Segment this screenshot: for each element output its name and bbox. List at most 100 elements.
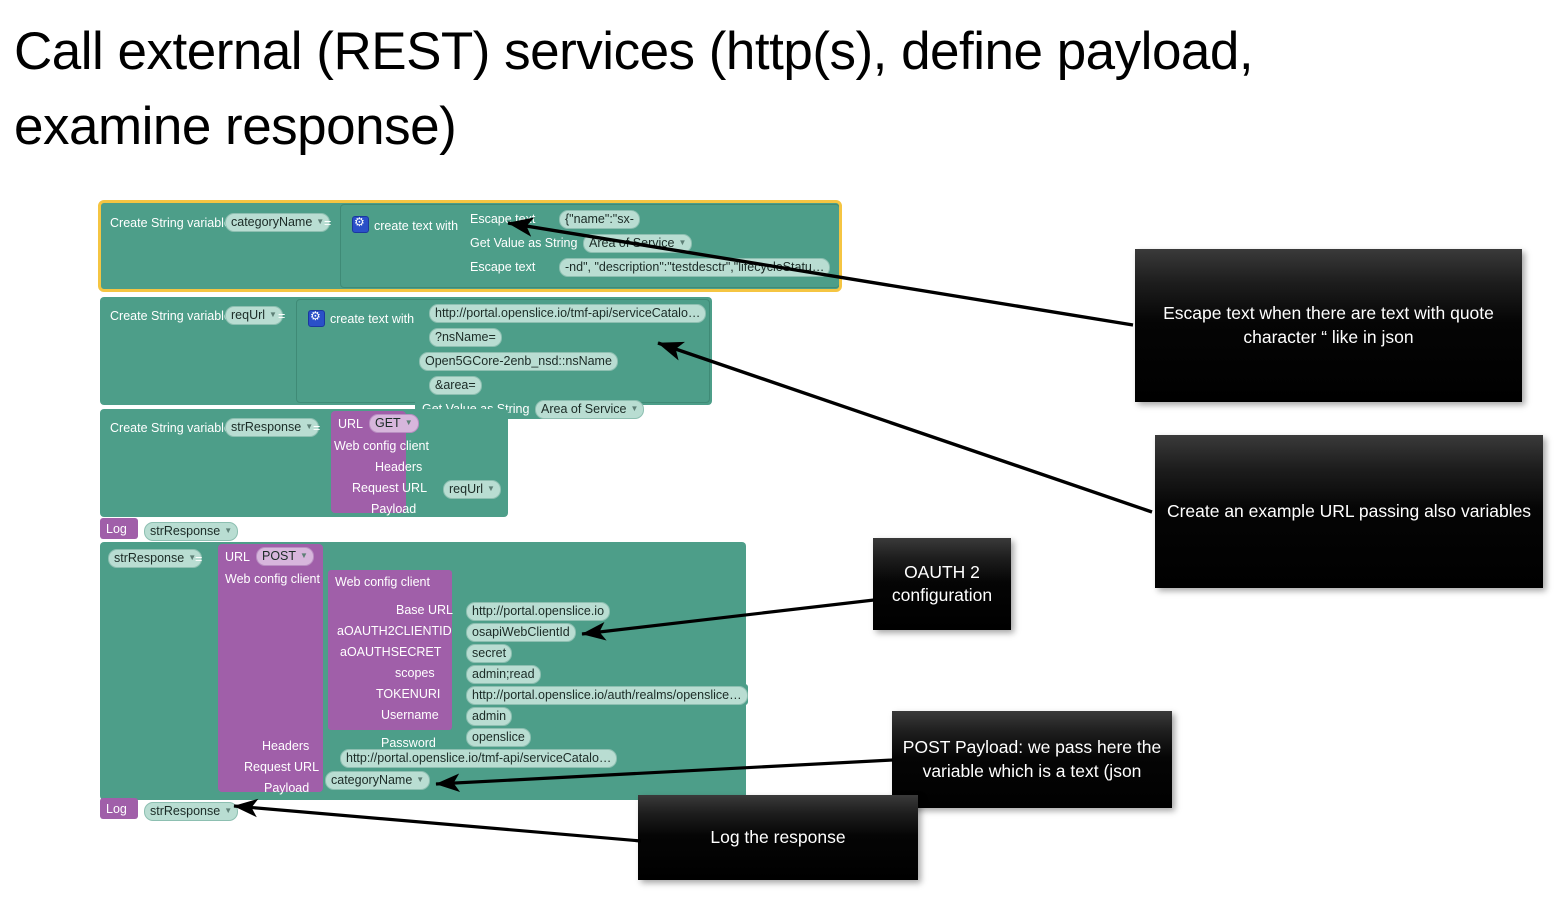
operator-label: = — [278, 309, 286, 323]
text-field-nsname-value[interactable]: Open5GCore-2enb_nsd::nsName — [419, 352, 618, 371]
log-label: Log — [106, 522, 127, 536]
row-label-scopes: scopes — [395, 666, 435, 680]
row-label: Escape text — [470, 260, 536, 274]
chevron-down-icon: ▼ — [316, 217, 325, 226]
chevron-down-icon: ▼ — [404, 418, 413, 427]
row-label-web-config-client: Web config client — [225, 572, 320, 586]
block-url-get[interactable]: URL GET▼ Web config client Headers Reque… — [331, 411, 429, 515]
row-label-request-url: Request URL — [244, 760, 320, 774]
variable-field-categoryname-ref[interactable]: categoryName▼ — [325, 771, 431, 790]
row-label-base-url: Base URL — [396, 603, 453, 617]
dropdown-area-of-service[interactable]: Area of Service▼ — [583, 234, 693, 253]
operator-label: = — [324, 216, 332, 230]
block-strresponse-post[interactable]: strResponse▼ = URL POST▼ Web config clie… — [100, 542, 748, 800]
url-label: URL — [338, 417, 364, 431]
chevron-down-icon: ▼ — [188, 553, 197, 562]
variable-field-strresponse[interactable]: strResponse▼ — [225, 418, 320, 437]
chip-base-url[interactable]: http://portal.openslice.io — [458, 600, 611, 621]
variable-field-requrl-ref[interactable]: reqUrl▼ — [443, 480, 501, 499]
create-text-with-label: create text with — [374, 219, 459, 233]
create-text-with-label: create text with — [330, 312, 415, 326]
text-field-2[interactable]: -nd", "description":"testdesctr","lifecy… — [559, 258, 831, 277]
chevron-down-icon: ▼ — [300, 551, 308, 560]
block-url-post[interactable]: URL POST▼ Web config client Headers Requ… — [218, 544, 323, 795]
gear-icon[interactable] — [308, 309, 325, 327]
block-statement-label: Create String variable — [110, 216, 231, 230]
chevron-down-icon: ▼ — [487, 484, 495, 493]
block-create-text-with-2[interactable]: create text with http://portal.openslice… — [296, 299, 710, 419]
text-field-base-url[interactable]: http://portal.openslice.io/tmf-api/servi… — [429, 304, 707, 323]
callout-text: Log the response — [710, 826, 846, 847]
web-config-client-title: Web config client — [335, 575, 430, 589]
callout-post-payload: POST Payload: we pass here the variable … — [892, 711, 1172, 808]
variable-field-strresponse-post[interactable]: strResponse▼ — [108, 549, 203, 568]
text-field-username[interactable]: admin — [466, 707, 513, 726]
block-statement-label: Create String variable — [110, 309, 231, 323]
chevron-down-icon: ▼ — [269, 310, 277, 319]
block-log-2[interactable]: Log — [100, 798, 138, 819]
chip-request-url-post[interactable]: http://portal.openslice.io/tmf-api/servi… — [332, 747, 622, 768]
url-label: URL — [225, 550, 251, 564]
chip-client-id[interactable]: osapiWebClientId — [458, 621, 580, 642]
operator-label: = — [313, 421, 321, 435]
block-create-string-categoryname[interactable]: Create String variable categoryName▼ = c… — [100, 202, 840, 290]
chip-scopes[interactable]: admin;read — [458, 663, 566, 684]
chip-username[interactable]: admin — [458, 705, 546, 726]
chip-tokenuri[interactable]: http://portal.openslice.io/auth/realms/o… — [458, 684, 748, 705]
row-url-text[interactable]: http://portal.openslice.io/tmf-api/servi… — [415, 302, 707, 323]
text-field-secret[interactable]: secret — [466, 644, 513, 663]
text-field-request-url-post[interactable]: http://portal.openslice.io/tmf-api/servi… — [340, 749, 618, 768]
row-label-password: Password — [381, 736, 436, 750]
text-field-base-url[interactable]: http://portal.openslice.io — [466, 602, 611, 621]
block-create-text-with-1[interactable]: create text with Escape text {"name":"sx… — [340, 204, 840, 288]
gear-icon[interactable] — [352, 215, 369, 233]
block-create-string-requrl[interactable]: Create String variable reqUrl▼ = create … — [100, 297, 712, 419]
text-field-nsname[interactable]: ?nsName= — [429, 328, 502, 347]
page-title: Call external (REST) services (http(s), … — [14, 22, 1254, 157]
row-label-payload: Payload — [264, 781, 310, 795]
block-create-string-strresponse-get[interactable]: Create String variable strResponse▼ = UR… — [100, 409, 508, 517]
text-field-password[interactable]: openslice — [466, 728, 531, 747]
row-get-value-as-string-1[interactable]: Get Value as String Area of Service▼ — [463, 232, 693, 253]
variable-field-strresponse-log-1[interactable]: strResponse▼ — [144, 522, 239, 541]
text-field-scopes[interactable]: admin;read — [466, 665, 541, 684]
row-label-secret: aOAUTHSECRET — [340, 645, 442, 659]
row-escape-text-2[interactable]: Escape text -nd", "description":"testdes… — [463, 256, 831, 277]
variable-field-requrl[interactable]: reqUrl▼ — [225, 306, 283, 325]
text-field-tokenuri[interactable]: http://portal.openslice.io/auth/realms/o… — [466, 686, 748, 705]
callout-log: Log the response — [638, 795, 918, 880]
dropdown-http-method-get[interactable]: GET▼ — [369, 414, 419, 433]
chevron-down-icon: ▼ — [416, 775, 425, 784]
callout-text: OAUTH 2 configuration — [891, 561, 993, 605]
log-label: Log — [106, 802, 127, 816]
callout-example-url: Create an example URL passing also varia… — [1155, 435, 1543, 588]
row-label-payload: Payload — [371, 502, 417, 516]
chevron-down-icon: ▼ — [224, 526, 233, 535]
chevron-down-icon: ▼ — [678, 238, 687, 247]
text-field-client-id[interactable]: osapiWebClientId — [466, 623, 576, 642]
block-log-1[interactable]: Log — [100, 518, 138, 539]
row-nsname-value[interactable]: Open5GCore-2enb_nsd::nsName — [415, 350, 618, 371]
text-field-1[interactable]: {"name":"sx- — [559, 210, 640, 229]
chip-password[interactable]: openslice — [458, 726, 556, 747]
dropdown-area-of-service-2[interactable]: Area of Service▼ — [535, 400, 645, 419]
callout-text: POST Payload: we pass here the variable … — [902, 737, 1162, 781]
row-label: Escape text — [470, 212, 536, 226]
callout-oauth: OAUTH 2 configuration — [873, 538, 1011, 630]
row-label-tokenuri: TOKENURI — [376, 687, 441, 701]
chevron-down-icon: ▼ — [630, 404, 639, 413]
text-field-area[interactable]: &area= — [429, 376, 482, 395]
blockly-workspace[interactable]: Create String variable categoryName▼ = c… — [98, 198, 858, 823]
chevron-down-icon: ▼ — [305, 422, 314, 431]
block-web-config-client[interactable]: Web config client Base URL aOAUTH2CLIENT… — [328, 570, 453, 730]
row-label-username: Username — [381, 708, 439, 722]
dropdown-http-method-post[interactable]: POST▼ — [256, 547, 314, 566]
variable-field-strresponse-log-2[interactable]: strResponse▼ — [144, 802, 239, 821]
chip-secret[interactable]: secret — [458, 642, 546, 663]
row-label: Get Value as String — [470, 236, 578, 250]
callout-text: Create an example URL passing also varia… — [1166, 500, 1532, 521]
variable-field-categoryname[interactable]: categoryName▼ — [225, 213, 331, 232]
row-escape-text-1[interactable]: Escape text {"name":"sx- — [463, 208, 693, 229]
row-area-param[interactable]: &area= — [415, 374, 505, 395]
row-nsname-param[interactable]: ?nsName= — [415, 326, 535, 347]
